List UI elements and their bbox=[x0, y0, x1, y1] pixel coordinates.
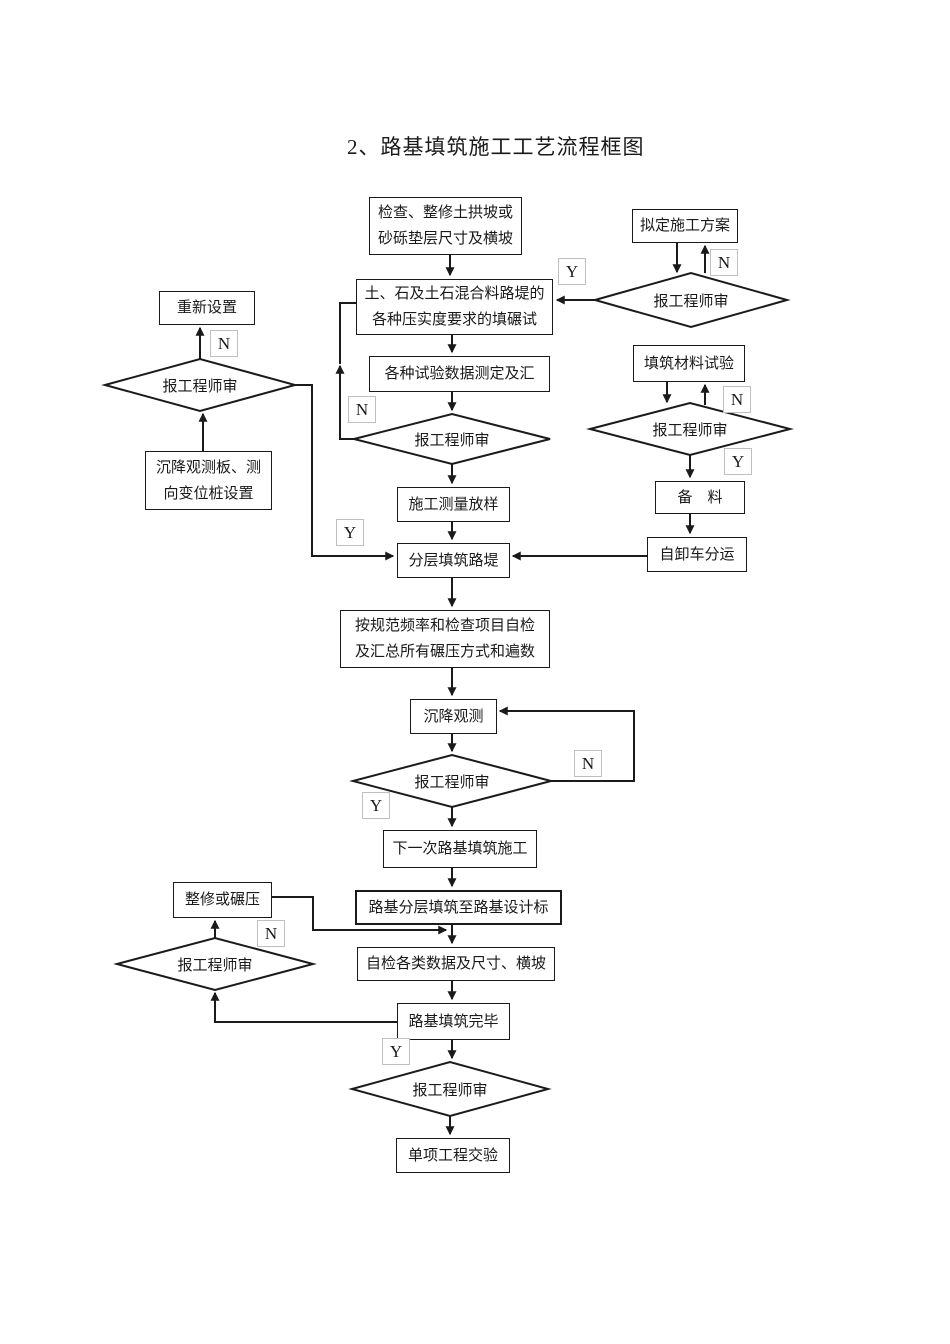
branch-label-n-repair: N bbox=[257, 920, 285, 947]
branch-label-y-filldone: Y bbox=[382, 1038, 410, 1065]
node-settlement-plate-stakes: 沉降观测板、测 向变位桩设置 bbox=[145, 451, 272, 510]
branch-label-n-review-mid: N bbox=[348, 396, 376, 423]
decision-diamond-left-top bbox=[101, 357, 299, 413]
decision-diamond-right-top bbox=[591, 271, 791, 329]
decision-label-mid-lower: 报工程师审 bbox=[414, 774, 490, 791]
node-compaction-fill-trial: 土、石及土石混合料路堤的 各种压实度要求的填碾试 bbox=[356, 279, 553, 335]
node-self-check-rolling-summary: 按规范频率和检查项目自检 及汇总所有碾压方式和遍数 bbox=[340, 610, 550, 668]
branch-label-n-plan: N bbox=[710, 249, 738, 276]
branch-label-y-prepare: Y bbox=[724, 448, 752, 475]
branch-label-y-layerfill: Y bbox=[336, 519, 364, 546]
connector-review-mid-n-loop-arrow bbox=[335, 364, 354, 440]
decision-label-final: 报工程师审 bbox=[412, 1082, 488, 1099]
decision-diamond-final bbox=[348, 1060, 552, 1118]
node-draft-construction-plan: 拟定施工方案 bbox=[632, 209, 738, 243]
node-survey-layout: 施工测量放样 bbox=[397, 487, 510, 522]
decision-label-left-bottom: 报工程师审 bbox=[177, 957, 253, 974]
node-reset: 重新设置 bbox=[159, 291, 255, 325]
decision-label-right-mid: 报工程师审 bbox=[652, 422, 728, 439]
node-fill-to-design-elevation: 路基分层填筑至路基设计标 bbox=[355, 890, 562, 925]
connector-review-l1-y-to-layerfill bbox=[295, 384, 395, 561]
connector-repair-to-spine bbox=[272, 896, 448, 935]
branch-label-n-material-test: N bbox=[723, 386, 751, 413]
node-next-fill-cycle: 下一次路基填筑施工 bbox=[383, 830, 537, 868]
node-settlement-observation: 沉降观测 bbox=[410, 699, 497, 734]
node-self-check-data-dimensions: 自检各类数据及尺寸、横坡 bbox=[357, 947, 555, 981]
node-prepare-material: 备 料 bbox=[655, 481, 745, 514]
node-fill-complete: 路基填筑完毕 bbox=[397, 1003, 510, 1040]
branch-label-n-reset: N bbox=[210, 330, 238, 357]
decision-diamond-left-bottom bbox=[113, 936, 317, 992]
decision-label-left-top: 报工程师审 bbox=[162, 378, 238, 395]
node-fill-material-test: 填筑材料试验 bbox=[633, 345, 745, 382]
node-dump-truck-haul: 自卸车分运 bbox=[647, 537, 747, 572]
connector-review2-n-loop bbox=[498, 706, 635, 782]
page-title: 2、路基填筑施工工艺流程框图 bbox=[347, 135, 645, 159]
branch-label-y-review-right-top: Y bbox=[558, 258, 586, 285]
branch-label-y-review2: Y bbox=[362, 792, 390, 819]
node-repair-or-roll: 整修或碾压 bbox=[173, 882, 272, 918]
node-check-repair-slope: 检查、整修土拱坡或 砂砾垫层尺寸及横坡 bbox=[369, 197, 522, 255]
node-single-project-handover: 单项工程交验 bbox=[396, 1138, 510, 1173]
node-test-data-summary: 各种试验数据测定及汇 bbox=[369, 356, 550, 392]
connector-review-mid-n-loop-tail bbox=[339, 302, 356, 364]
connector-filldone-to-review-l2 bbox=[210, 991, 397, 1023]
decision-diamond-right-mid bbox=[586, 401, 794, 457]
decision-diamond-mid-lower bbox=[349, 753, 555, 809]
decision-label-right-top: 报工程师审 bbox=[653, 293, 729, 310]
decision-diamond-mid-upper bbox=[353, 412, 551, 466]
decision-label-mid-upper: 报工程师审 bbox=[414, 432, 490, 449]
node-layered-embankment-fill: 分层填筑路堤 bbox=[397, 543, 510, 578]
branch-label-n-review2: N bbox=[574, 750, 602, 777]
